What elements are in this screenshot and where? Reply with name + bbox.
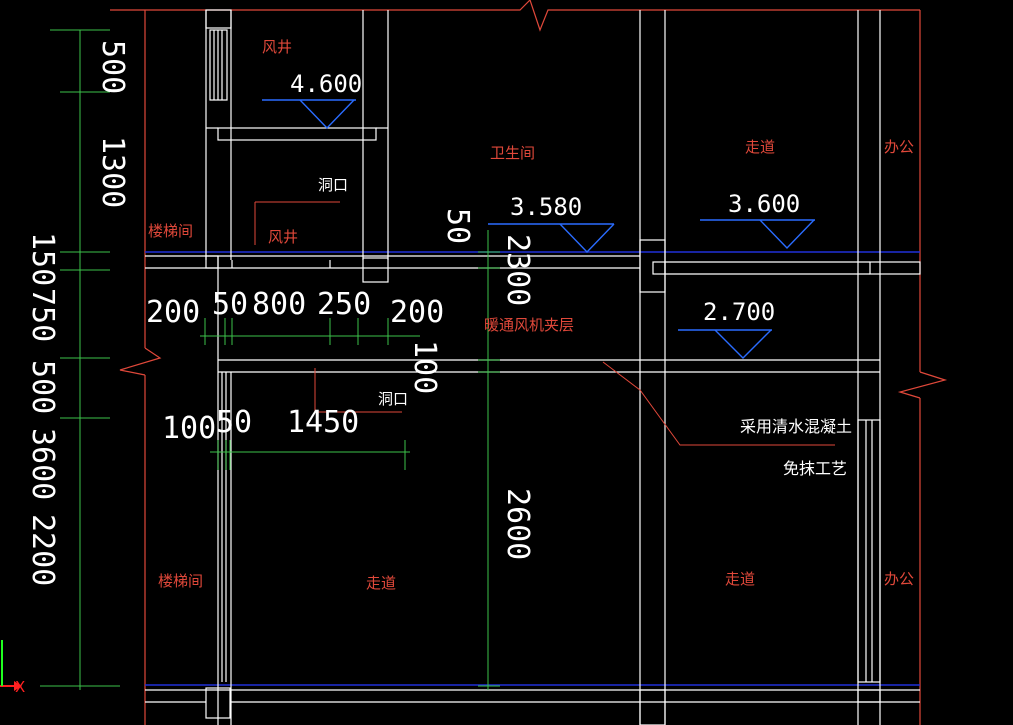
dim-200-left: 200 [146,295,200,330]
room-label-corridor-bottom-right: 走道 [725,570,755,588]
elevation-2700: 2.700 [703,298,775,326]
room-label-hvac-mezzanine: 暖通风机夹层 [484,316,574,334]
room-label-air-shaft-mid: 风井 [268,228,298,246]
leader-lines [254,201,835,446]
room-label-corridor-bottom-left: 走道 [366,574,396,592]
room-label-office-top: 办公 [884,138,914,156]
structure-lines [145,9,921,725]
dim-50-mid: 50 [440,208,475,244]
middle-dimension-texts: 50 2300 100 2600 [407,208,535,560]
note-fair-faced-concrete: 采用清水混凝土 [740,417,852,436]
room-label-air-shaft-top: 风井 [262,38,292,56]
dim-150: 150 [25,232,60,286]
dim-2300: 2300 [500,234,535,306]
break-lines [110,0,948,725]
elevation-3580: 3.580 [510,193,582,221]
room-label-stairwell-bottom: 楼梯间 [158,572,203,590]
dim-3600: 3600 [25,428,60,500]
room-label-office-bottom: 办公 [884,570,914,588]
dim-50-lower: 50 [216,405,252,440]
room-label-opening-top: 洞口 [318,176,348,194]
dim-1450: 1450 [287,405,359,440]
dim-50-upper: 50 [212,287,248,322]
floor-lines [145,251,920,686]
dim-500-top: 500 [95,40,130,94]
room-label-stairwell-top: 楼梯间 [148,222,193,240]
dim-2600: 2600 [500,488,535,560]
dimension-lines [40,29,500,690]
dim-1300: 1300 [95,136,130,208]
dim-200-right: 200 [390,295,444,330]
horizontal-dimension-texts: 200 50 800 250 200 100 50 1450 [146,287,444,446]
dim-250: 250 [317,287,371,322]
elevation-3600: 3.600 [728,190,800,218]
ucs-icon: X [0,640,25,696]
dim-100-mid: 100 [407,340,442,394]
dim-100-lower: 100 [162,411,216,446]
elevation-markers [262,99,815,359]
dim-750: 750 [25,288,60,342]
ucs-x-label: X [15,678,25,696]
elevation-4600: 4.600 [290,70,362,98]
room-label-opening-mid: 洞口 [378,390,408,408]
dim-800: 800 [252,287,306,322]
room-label-restroom: 卫生间 [490,144,535,162]
dim-2200: 2200 [25,514,60,586]
room-label-corridor-top: 走道 [745,138,775,156]
dim-500-mid: 500 [25,360,60,414]
note-no-plaster: 免抹工艺 [783,459,847,478]
left-dimension-texts: 500 1300 150 750 500 3600 2200 [25,40,130,586]
